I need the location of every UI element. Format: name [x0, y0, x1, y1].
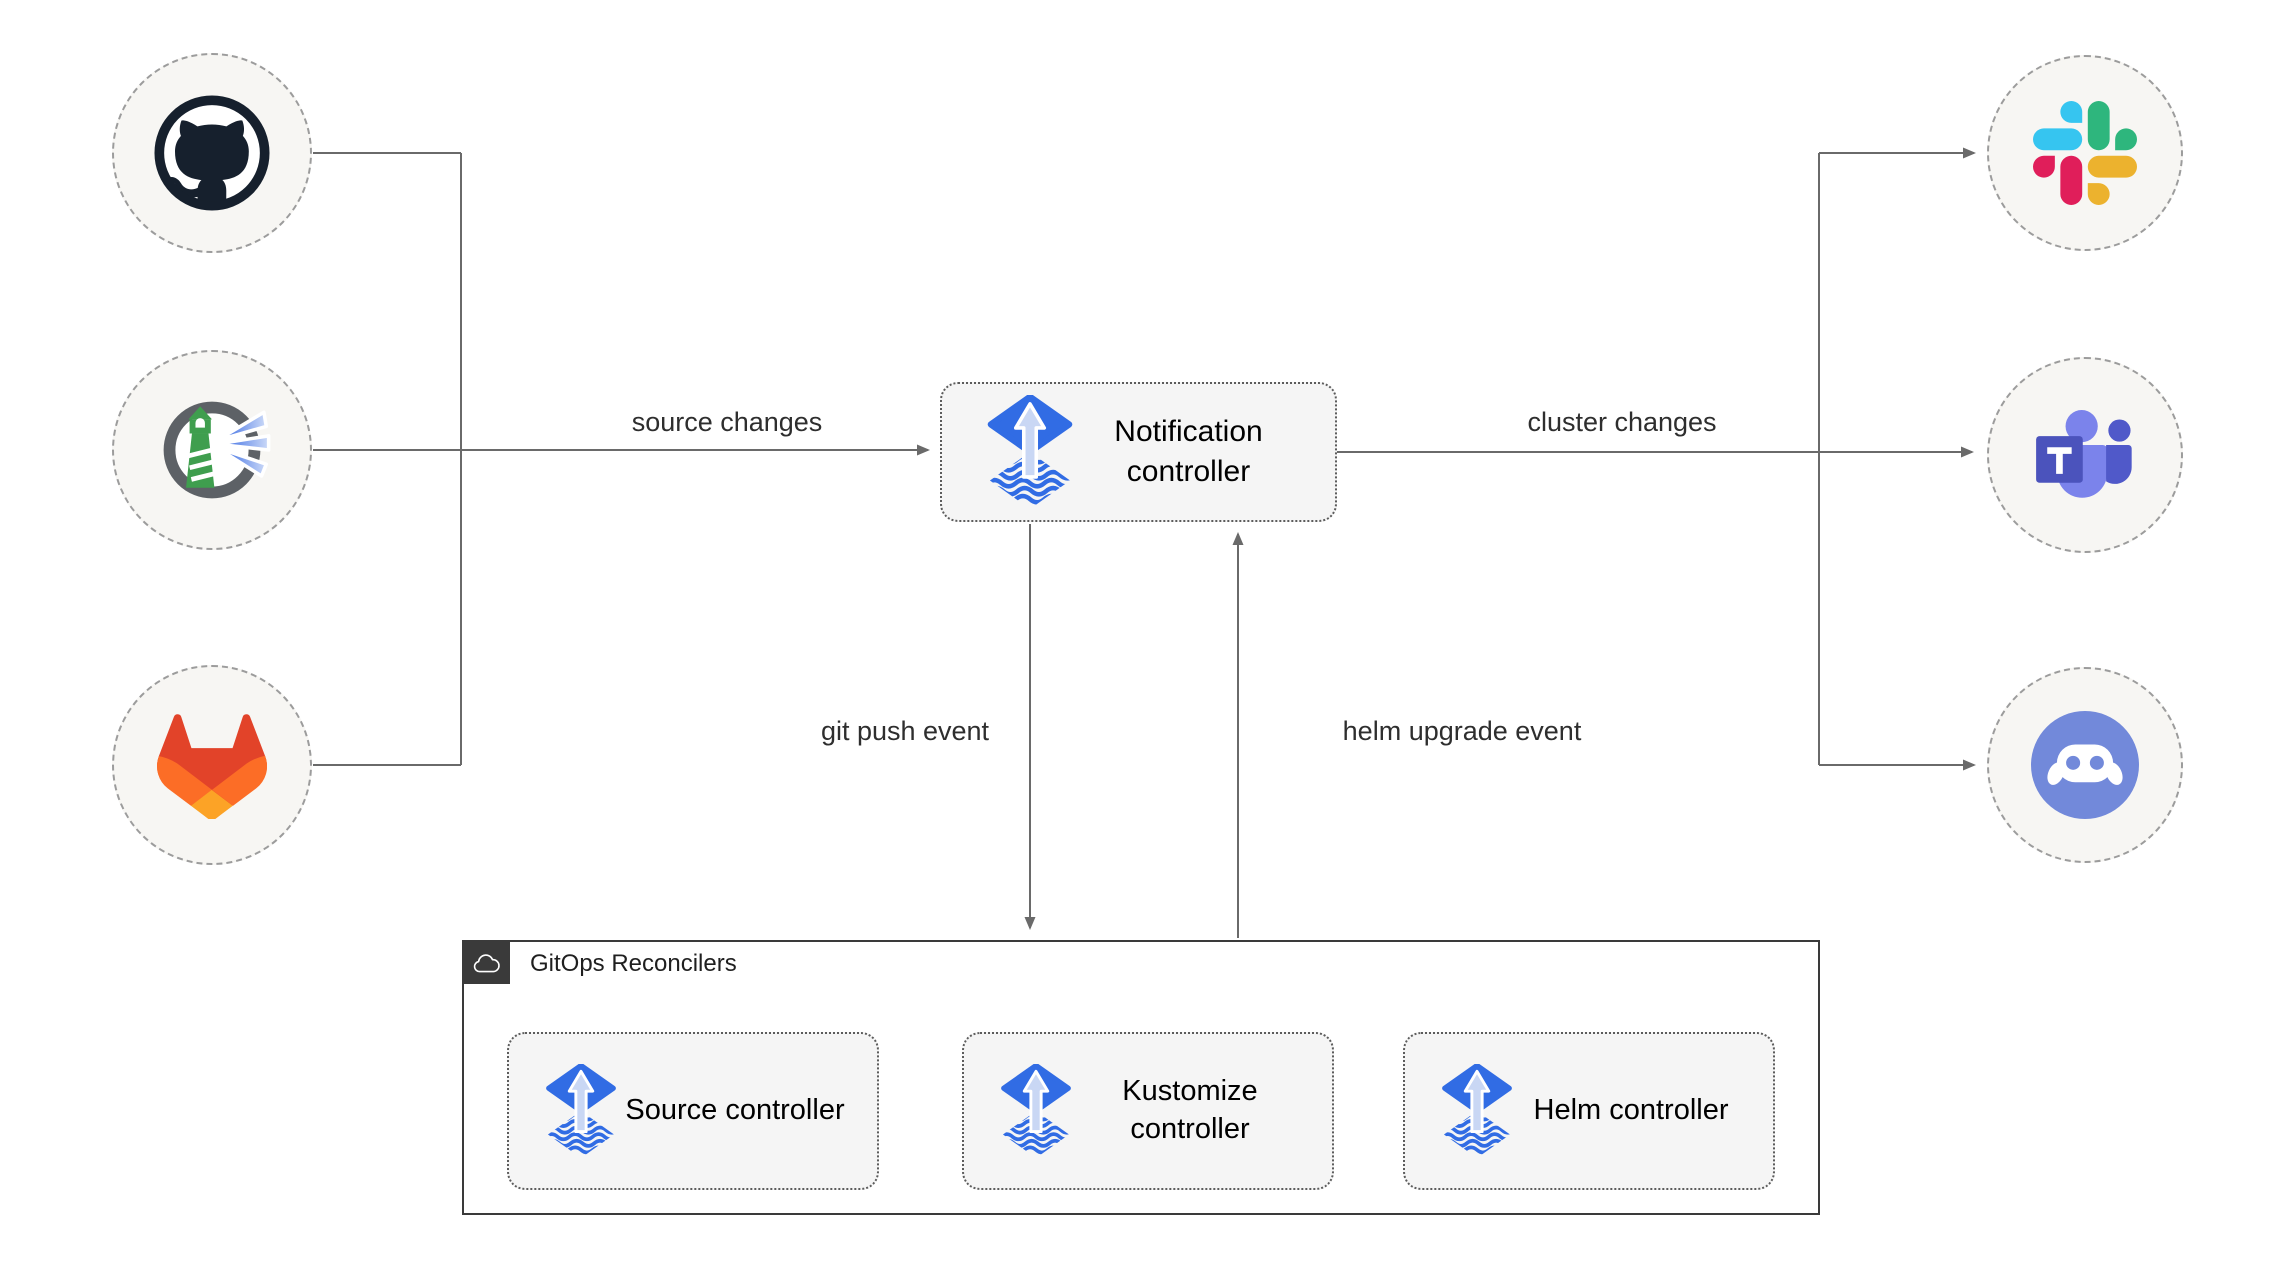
edge-label-helm-upgrade-event: helm upgrade event	[1342, 716, 1582, 746]
microsoft-teams-icon	[2036, 410, 2132, 498]
target-node-teams	[1987, 357, 2183, 553]
reconciler-label-kustomize: Kustomize controller	[1122, 1075, 1258, 1145]
reconciler-node-helm: Helm controller	[1403, 1032, 1775, 1190]
source-node-harbor	[112, 350, 312, 550]
notification-controller-label: Notification controller	[1114, 415, 1263, 488]
gitops-reconcilers-badge	[462, 940, 510, 984]
source-node-gitlab	[112, 665, 312, 865]
target-node-discord	[1987, 667, 2183, 863]
flux-icon	[1439, 1064, 1515, 1158]
reconciler-label-source: Source controller	[625, 1094, 845, 1127]
reconciler-node-source: Source controller	[507, 1032, 879, 1190]
cloud-icon	[473, 953, 500, 972]
flux-icon	[998, 1064, 1074, 1158]
github-icon	[154, 95, 270, 211]
source-node-github	[112, 53, 312, 253]
edge-label-cluster-changes: cluster changes	[1527, 407, 1717, 437]
gitops-reconcilers-label: GitOps Reconcilers	[530, 950, 737, 977]
gitlab-icon	[157, 713, 267, 819]
reconciler-label-helm: Helm controller	[1533, 1094, 1729, 1127]
edge-label-source-changes: source changes	[631, 407, 823, 437]
edge-label-git-push-event: git push event	[820, 716, 990, 746]
notification-controller-node: Notification controller	[940, 382, 1337, 522]
slack-icon	[2033, 101, 2137, 205]
flux-icon	[984, 395, 1076, 509]
harbor-lighthouse-icon	[163, 401, 271, 499]
flux-icon	[543, 1064, 619, 1158]
reconciler-node-kustomize: Kustomize controller	[962, 1032, 1334, 1190]
discord-icon	[2031, 711, 2139, 819]
target-node-slack	[1987, 55, 2183, 251]
